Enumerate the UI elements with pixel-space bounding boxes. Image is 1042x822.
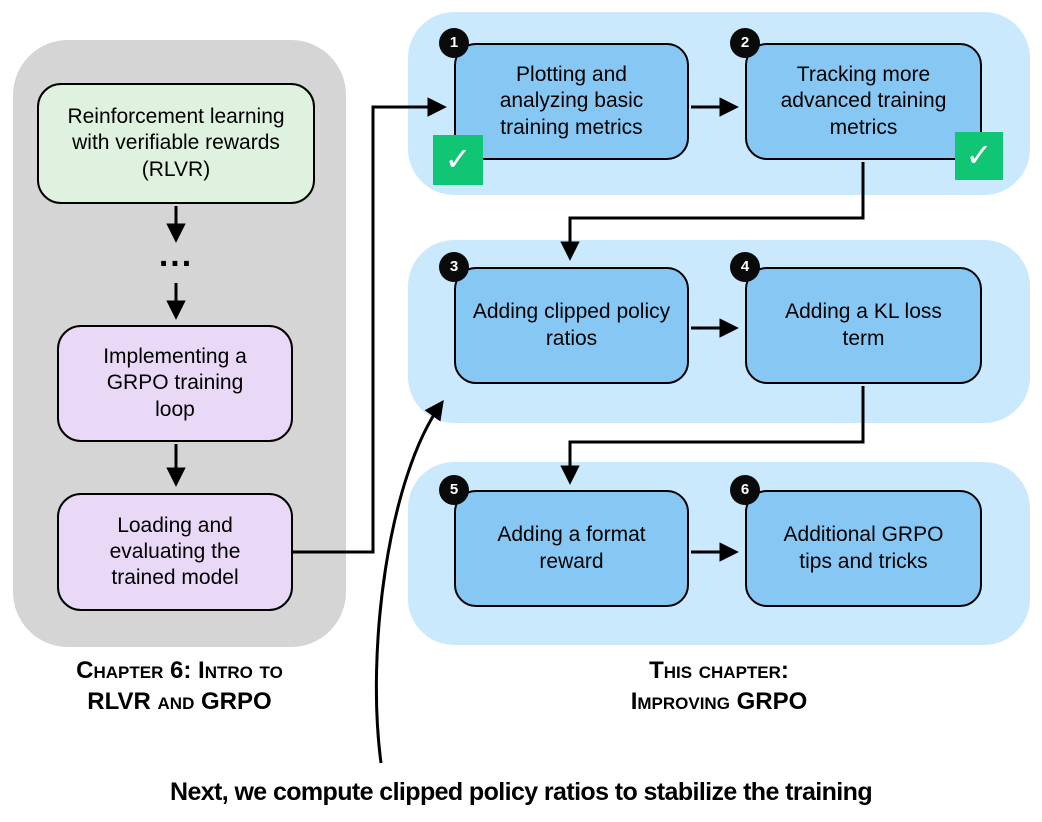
chapter6-caption: Chapter 6: Intro to RLVR and GRPO [13,656,346,717]
this-chapter-caption: This chapter: Improving GRPO [408,656,1030,717]
step-box-2: 2 ✓ Tracking more advanced training metr… [730,28,1003,180]
step-4-number-badge: 4 [730,252,760,282]
step-2-number-badge: 2 [730,28,760,58]
ellipsis-text: ... [158,236,194,274]
step-2-check-icon: ✓ [955,132,1003,180]
step-1-check-icon: ✓ [433,135,483,185]
step-6-label: Additional GRPO tips and tricks [783,523,944,573]
this-chapter-caption-line2: Improving GRPO [630,687,808,715]
node-rlvr-label: Reinforcement learning with verifiable r… [67,105,285,181]
step-1-label: Plotting and analyzing basic training me… [499,63,644,139]
step-4-label: Adding a KL loss term [785,300,942,350]
step-5-label: Adding a format reward [497,523,646,573]
node-loading-evaluating: Loading and evaluating the trained model [57,493,293,611]
node-rlvr: Reinforcement learning with verifiable r… [37,83,315,204]
step-box-6: 6 Additional GRPO tips and tricks [730,475,982,607]
chapter6-caption-line1: Chapter 6: Intro to [76,657,283,684]
step-6-number-badge: 6 [730,475,760,505]
node-loading-evaluating-label: Loading and evaluating the trained model [109,513,241,590]
node-grpo-training-loop-label: Implementing a GRPO training loop [103,345,247,421]
step-1-number-badge: 1 [439,28,469,58]
step-box-5: 5 Adding a format reward [439,475,689,607]
node-grpo-training-loop: Implementing a GRPO training loop [57,325,293,442]
step-2-label: Tracking more advanced training metrics [780,63,947,139]
this-chapter-caption-line1: This chapter: [649,657,789,684]
step-box-4: 4 Adding a KL loss term [730,252,982,384]
chapter6-caption-line2: RLVR and GRPO [87,687,272,715]
step-box-1: 1 ✓ Plotting and analyzing basic trainin… [433,28,689,185]
step-5-number-badge: 5 [439,475,469,505]
step-3-label: Adding clipped policy ratios [472,300,671,350]
step-3-number-badge: 3 [439,252,469,282]
step-box-3: 3 Adding clipped policy ratios [439,252,689,384]
annotation-text: Next, we compute clipped policy ratios t… [169,778,873,806]
